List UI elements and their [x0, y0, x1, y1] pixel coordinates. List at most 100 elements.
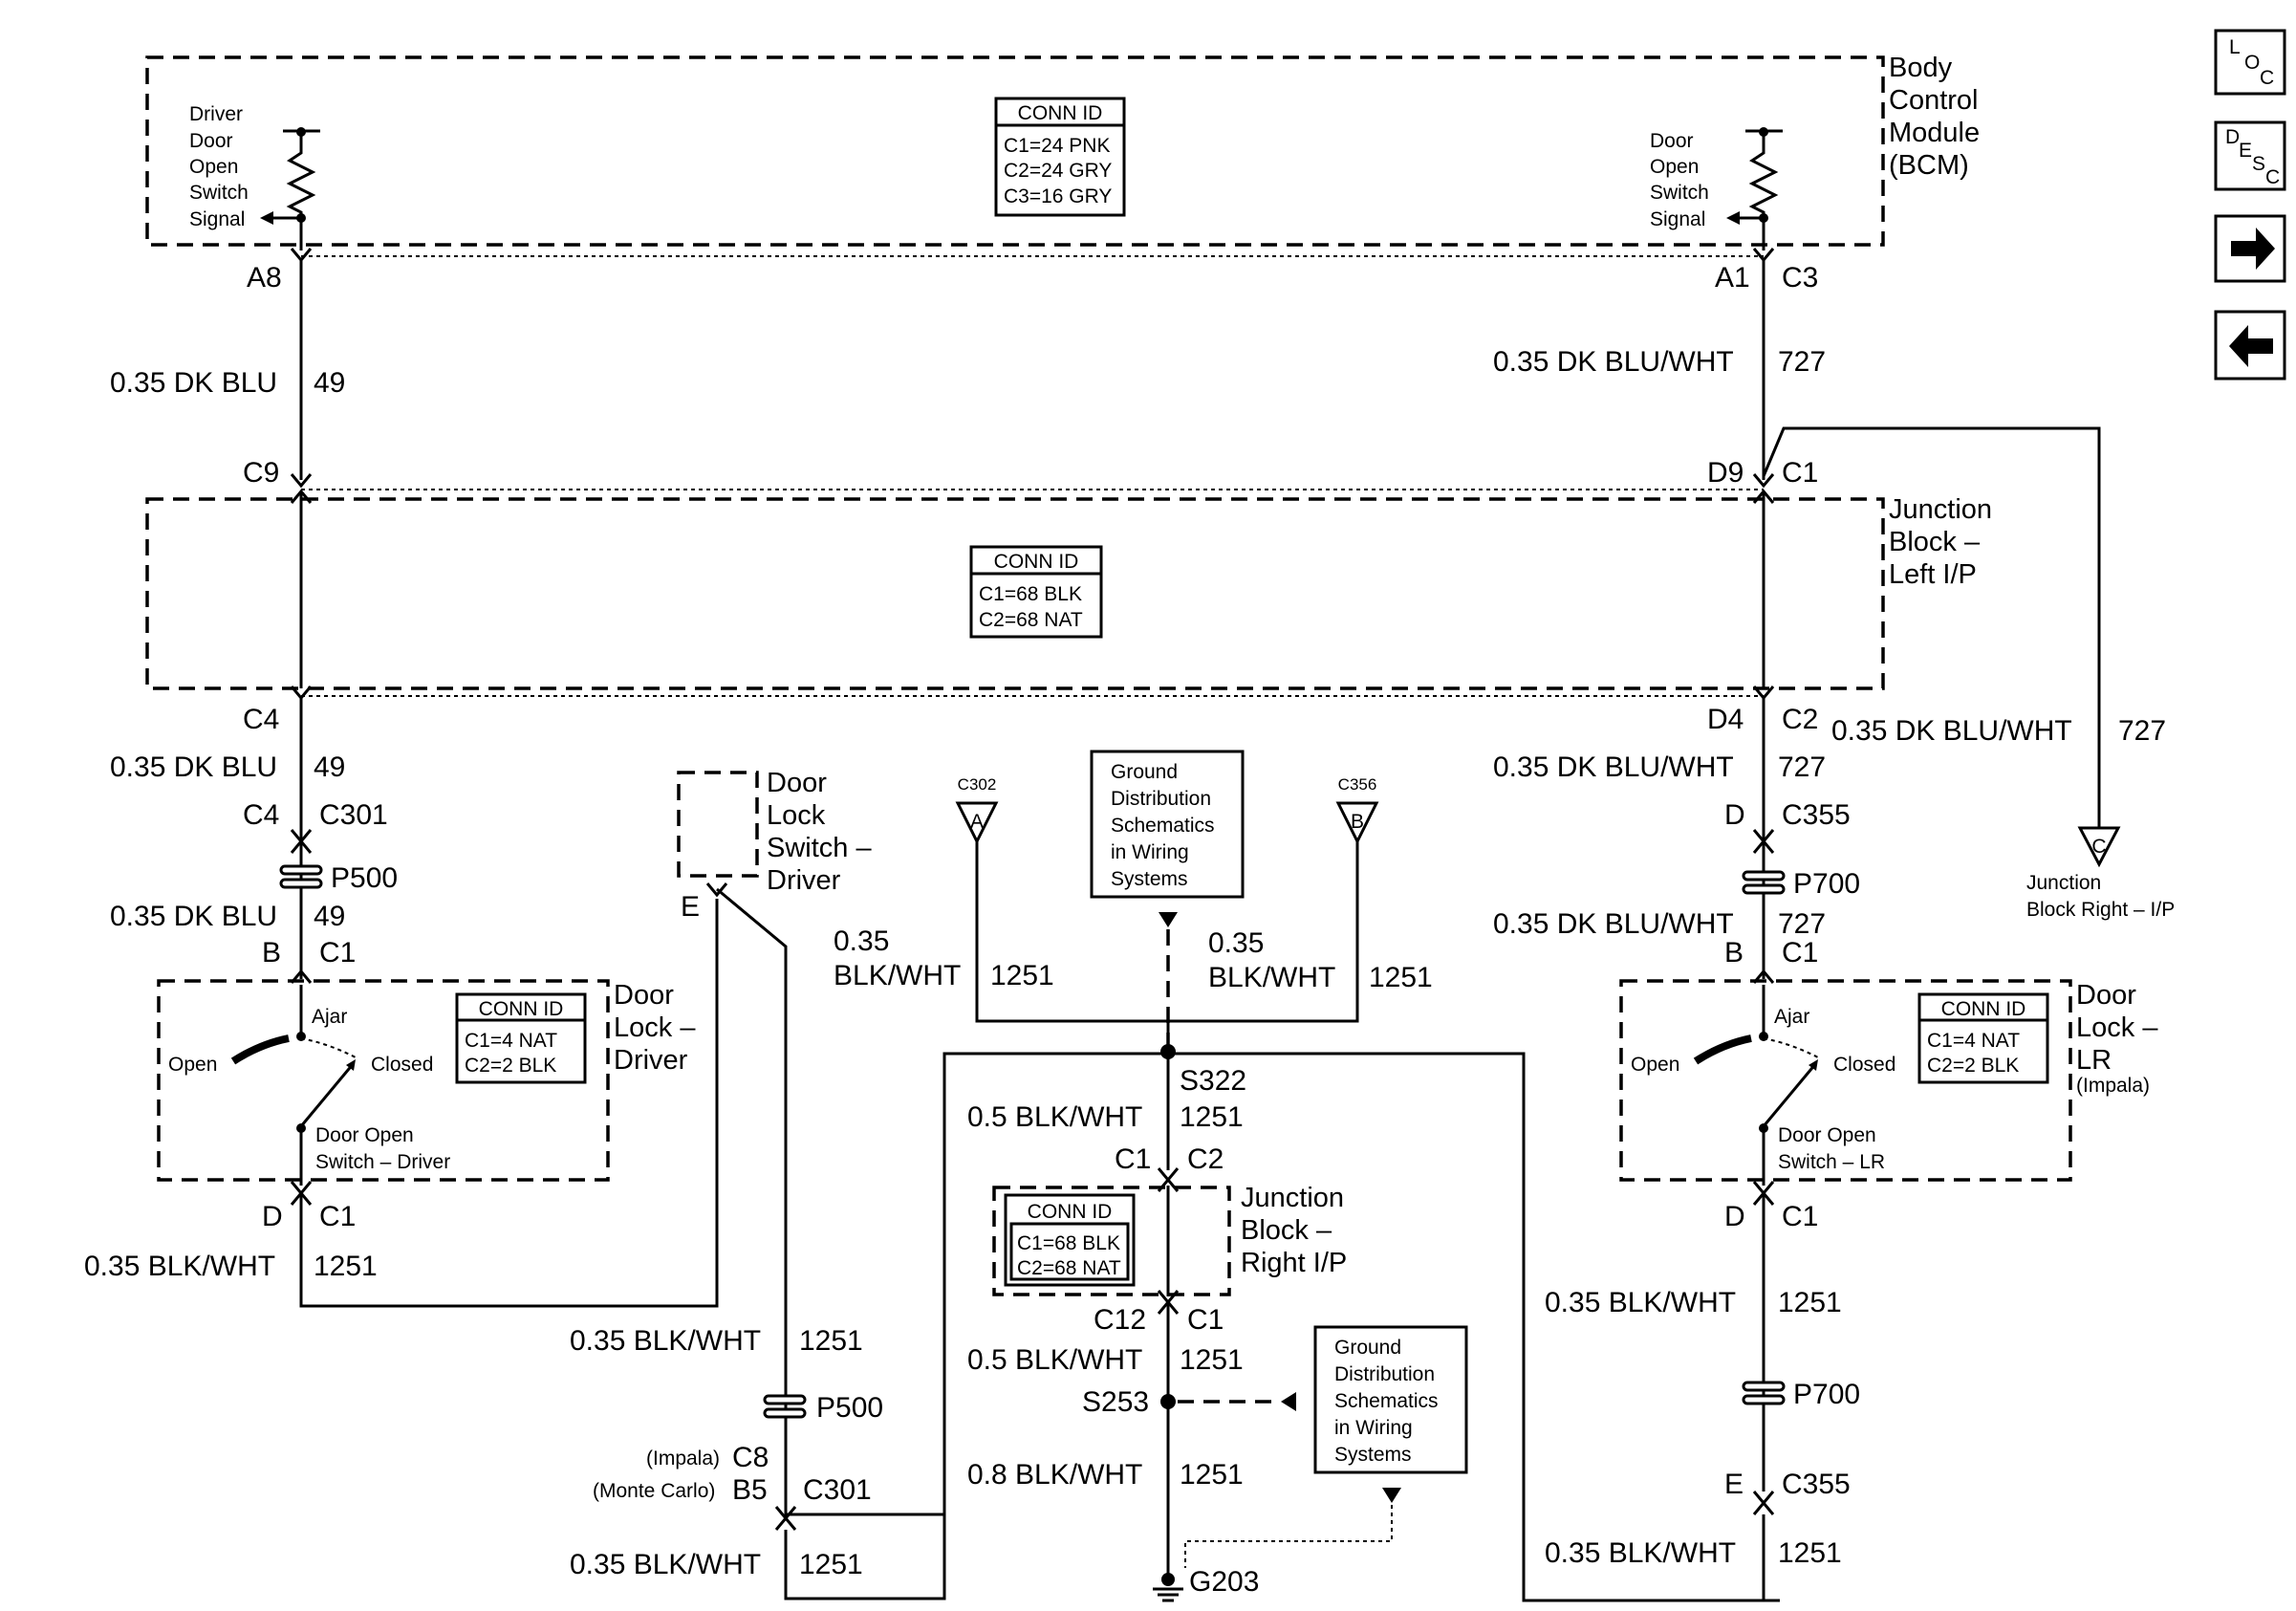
arrow-left-icon [2229, 325, 2273, 367]
svg-text:S322: S322 [1180, 1065, 1246, 1097]
svg-text:0.35 BLK/WHT: 0.35 BLK/WHT [570, 1325, 761, 1357]
svg-text:S: S [2252, 153, 2265, 175]
svg-text:1251: 1251 [1369, 962, 1433, 993]
junction-block-left: Junction Block – Left I/P CONN ID C1=68 … [145, 493, 1992, 690]
svg-text:P500: P500 [331, 862, 398, 894]
arrow-left-icon [260, 211, 273, 225]
svg-text:Schematics: Schematics [1111, 815, 1215, 837]
svg-text:C1: C1 [319, 937, 356, 969]
svg-text:Switch – LR: Switch – LR [1778, 1151, 1885, 1173]
svg-text:0.35 DK BLU/WHT: 0.35 DK BLU/WHT [1831, 715, 2072, 747]
svg-text:Driver: Driver [767, 865, 841, 896]
svg-text:C301: C301 [803, 1474, 872, 1506]
door-lock-switch-driver: Door Lock Switch – Driver [677, 768, 872, 896]
svg-text:Closed: Closed [371, 1054, 433, 1076]
offpage-connector-c: C Junction Block Right – I/P [2026, 826, 2175, 921]
svg-text:C2=68 NAT: C2=68 NAT [979, 609, 1083, 631]
svg-text:A: A [970, 811, 984, 833]
svg-text:Block –: Block – [1241, 1215, 1332, 1246]
svg-text:0.35: 0.35 [1208, 927, 1264, 959]
svg-text:0.35 BLK/WHT: 0.35 BLK/WHT [1545, 1287, 1736, 1318]
previous-page-button[interactable] [2214, 310, 2286, 381]
offpage-connector-a: C302 A [955, 775, 999, 845]
svg-text:BLK/WHT: BLK/WHT [1208, 962, 1335, 993]
splice-p500-b [763, 1394, 807, 1419]
svg-text:C2: C2 [1187, 1143, 1224, 1175]
bcm-left-signal: Driver Door Open Switch Signal [189, 103, 320, 250]
svg-text:Signal: Signal [1650, 208, 1705, 230]
jb-right-conn-id: CONN ID C1=68 BLK C2=68 NAT [1004, 1193, 1136, 1287]
switch-arc-icon [1693, 1034, 1752, 1065]
svg-text:Control: Control [1889, 85, 1979, 116]
svg-text:Door: Door [1650, 130, 1694, 152]
svg-text:C2=68 NAT: C2=68 NAT [1017, 1257, 1121, 1279]
svg-text:1251: 1251 [990, 960, 1054, 991]
svg-text:C2=2 BLK: C2=2 BLK [465, 1055, 556, 1077]
svg-text:Ajar: Ajar [312, 1006, 347, 1028]
svg-text:C: C [2091, 836, 2106, 858]
bcm-right-signal: Door Open Switch Signal [1650, 127, 1783, 250]
svg-text:C2=2 BLK: C2=2 BLK [1927, 1055, 2019, 1077]
bcm-module: Body Control Module (BCM) CONN ID C1=24 … [145, 53, 1980, 250]
svg-text:C1=24 PNK: C1=24 PNK [1004, 135, 1110, 157]
svg-text:727: 727 [1778, 751, 1826, 783]
svg-text:0.35 BLK/WHT: 0.35 BLK/WHT [84, 1251, 275, 1282]
svg-text:Block –: Block – [1889, 527, 1981, 557]
svg-text:C9: C9 [243, 457, 279, 489]
svg-text:C1: C1 [1115, 1143, 1151, 1175]
svg-text:0.35 BLK/WHT: 0.35 BLK/WHT [1545, 1537, 1736, 1569]
door-lock-driver: Door Lock – Driver CONN ID C1=4 NAT C2=2… [157, 979, 696, 1186]
svg-text:CONN ID: CONN ID [1018, 102, 1103, 124]
svg-text:Door: Door [2076, 980, 2136, 1011]
svg-text:(Impala): (Impala) [2076, 1075, 2150, 1097]
splice-p500-a [279, 864, 323, 889]
svg-text:0.35 DK BLU: 0.35 DK BLU [110, 751, 277, 783]
svg-text:Switch: Switch [189, 182, 249, 204]
offpage-connector-b: C356 B [1335, 775, 1379, 845]
svg-text:0.35 DK BLU: 0.35 DK BLU [110, 901, 277, 932]
svg-text:Open: Open [189, 156, 238, 178]
bcm-conn-id: CONN ID C1=24 PNK C2=24 GRY C3=16 GRY [994, 97, 1126, 217]
svg-text:Schematics: Schematics [1334, 1390, 1439, 1412]
svg-text:0.35 DK BLU/WHT: 0.35 DK BLU/WHT [1493, 751, 1734, 783]
svg-text:L: L [2229, 36, 2241, 58]
svg-text:C1=68 BLK: C1=68 BLK [979, 583, 1082, 605]
door-lock-lr: Door Lock – LR (Impala) CONN ID C1=4 NAT… [1619, 979, 2158, 1186]
svg-text:0.5 BLK/WHT: 0.5 BLK/WHT [967, 1101, 1142, 1133]
svg-text:B: B [1351, 811, 1364, 833]
svg-text:Driver: Driver [614, 1045, 688, 1076]
svg-text:S253: S253 [1082, 1386, 1149, 1418]
svg-text:0.35 DK BLU: 0.35 DK BLU [110, 367, 277, 399]
svg-text:Right I/P: Right I/P [1241, 1248, 1347, 1278]
svg-text:1251: 1251 [1180, 1459, 1244, 1491]
svg-text:0.35 BLK/WHT: 0.35 BLK/WHT [570, 1549, 761, 1580]
svg-text:Ajar: Ajar [1774, 1006, 1809, 1028]
svg-text:1251: 1251 [314, 1251, 378, 1282]
svg-text:C3: C3 [1782, 262, 1818, 294]
svg-text:B: B [262, 937, 281, 969]
svg-text:C1: C1 [1782, 457, 1818, 489]
svg-text:Body: Body [1889, 53, 1953, 83]
svg-text:1251: 1251 [1778, 1287, 1842, 1318]
svg-text:C355: C355 [1782, 1469, 1851, 1500]
svg-text:Door: Door [767, 768, 827, 798]
svg-text:727: 727 [2118, 715, 2166, 747]
svg-text:C302: C302 [958, 775, 997, 794]
svg-text:C: C [2265, 166, 2280, 188]
svg-text:1251: 1251 [1180, 1344, 1244, 1376]
svg-text:Door Open: Door Open [1778, 1124, 1876, 1146]
svg-text:CONN ID: CONN ID [994, 551, 1079, 573]
svg-text:C1=4 NAT: C1=4 NAT [465, 1030, 557, 1052]
bcm-title: Body Control Module (BCM) [1889, 53, 1980, 181]
loc-button[interactable]: L O C [2214, 29, 2286, 96]
next-page-button[interactable] [2214, 214, 2286, 283]
svg-text:(BCM): (BCM) [1889, 150, 1969, 181]
svg-text:C12: C12 [1094, 1304, 1146, 1336]
svg-text:C1=68 BLK: C1=68 BLK [1017, 1232, 1120, 1254]
svg-text:O: O [2244, 52, 2260, 74]
svg-text:C4: C4 [243, 704, 279, 735]
svg-text:Open: Open [168, 1054, 217, 1076]
svg-text:Junction: Junction [1241, 1183, 1344, 1213]
desc-button[interactable]: D E S C [2214, 120, 2286, 191]
svg-text:LR: LR [2076, 1045, 2112, 1076]
